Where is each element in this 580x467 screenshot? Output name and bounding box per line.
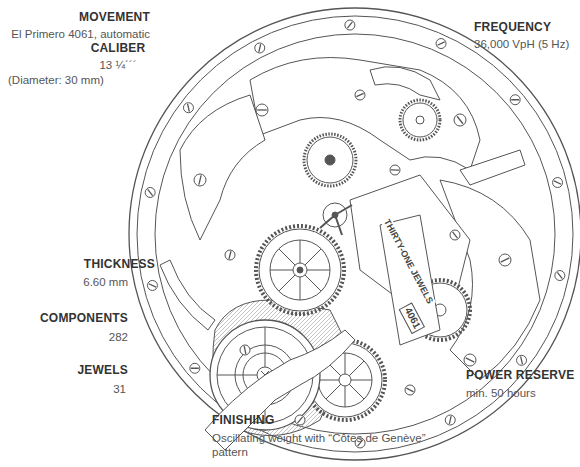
screw-slot xyxy=(244,346,246,354)
screw-slot xyxy=(457,116,463,124)
screw-slot xyxy=(257,109,267,110)
screw xyxy=(147,280,157,290)
screw-slot xyxy=(191,368,199,369)
screw xyxy=(445,415,455,425)
thickness-value: 6.60 mm xyxy=(83,275,128,289)
movement-value: El Primero 4061, automatic xyxy=(11,27,150,41)
screw xyxy=(183,103,193,113)
movement-label: MOVEMENT xyxy=(79,10,150,25)
screw-slot xyxy=(521,356,523,364)
screw xyxy=(345,20,355,30)
screw xyxy=(553,178,563,188)
frequency-value: 36,000 VpH (5 Hz) xyxy=(474,37,569,51)
screw-slot xyxy=(229,251,231,259)
screw-slot xyxy=(406,388,413,392)
screw-slot xyxy=(297,417,302,423)
screw-slot xyxy=(347,22,352,28)
screw xyxy=(255,43,265,53)
screw xyxy=(517,355,527,365)
screw-slot xyxy=(511,99,519,100)
screw-slot xyxy=(501,258,510,262)
caliber-label: CALIBER xyxy=(91,41,146,56)
screw-slot xyxy=(437,42,444,45)
screw xyxy=(510,95,520,105)
screw-slot xyxy=(188,104,190,112)
screw-slot xyxy=(466,358,475,362)
screw-slot xyxy=(391,169,399,170)
screw xyxy=(464,354,476,366)
screw-slot xyxy=(554,181,561,184)
screw xyxy=(436,39,446,49)
screw xyxy=(555,271,565,281)
components-label: COMPONENTS xyxy=(40,311,128,326)
screw-slot xyxy=(356,93,363,96)
finishing-label: FINISHING xyxy=(212,413,274,428)
screw-slot xyxy=(453,232,458,238)
screw xyxy=(295,415,305,425)
frequency-label: FREQUENCY xyxy=(474,20,551,35)
screw xyxy=(454,114,466,126)
finishing-value: Oscillating weight with “Côtes de Genève… xyxy=(212,431,427,460)
power-reserve-value: min. 50 hours xyxy=(466,386,536,400)
screw xyxy=(256,104,268,116)
screw-slot xyxy=(259,44,261,52)
screw xyxy=(194,174,206,186)
caliber-diameter: (Diameter: 30 mm) xyxy=(8,73,104,87)
screw-slot xyxy=(199,175,201,184)
screw xyxy=(240,345,250,355)
screw xyxy=(390,165,400,175)
screw-slot xyxy=(557,272,562,278)
screw xyxy=(450,230,460,240)
caliber-value: 13 ¼´´´ xyxy=(99,58,136,72)
components-value: 282 xyxy=(109,330,128,344)
screw-slot xyxy=(449,416,451,424)
thickness-label: THICKNESS xyxy=(84,257,155,272)
screw-slot xyxy=(149,284,156,287)
jewels-label: JEWELS xyxy=(77,363,128,378)
screw xyxy=(190,363,200,373)
screw-slot xyxy=(148,189,153,195)
screw xyxy=(405,385,415,395)
power-reserve-label: POWER RESERVE xyxy=(466,368,574,383)
screw xyxy=(145,187,155,197)
jewels-value: 31 xyxy=(113,382,126,396)
screw xyxy=(355,90,365,100)
screw xyxy=(225,250,235,260)
screw xyxy=(499,254,511,266)
